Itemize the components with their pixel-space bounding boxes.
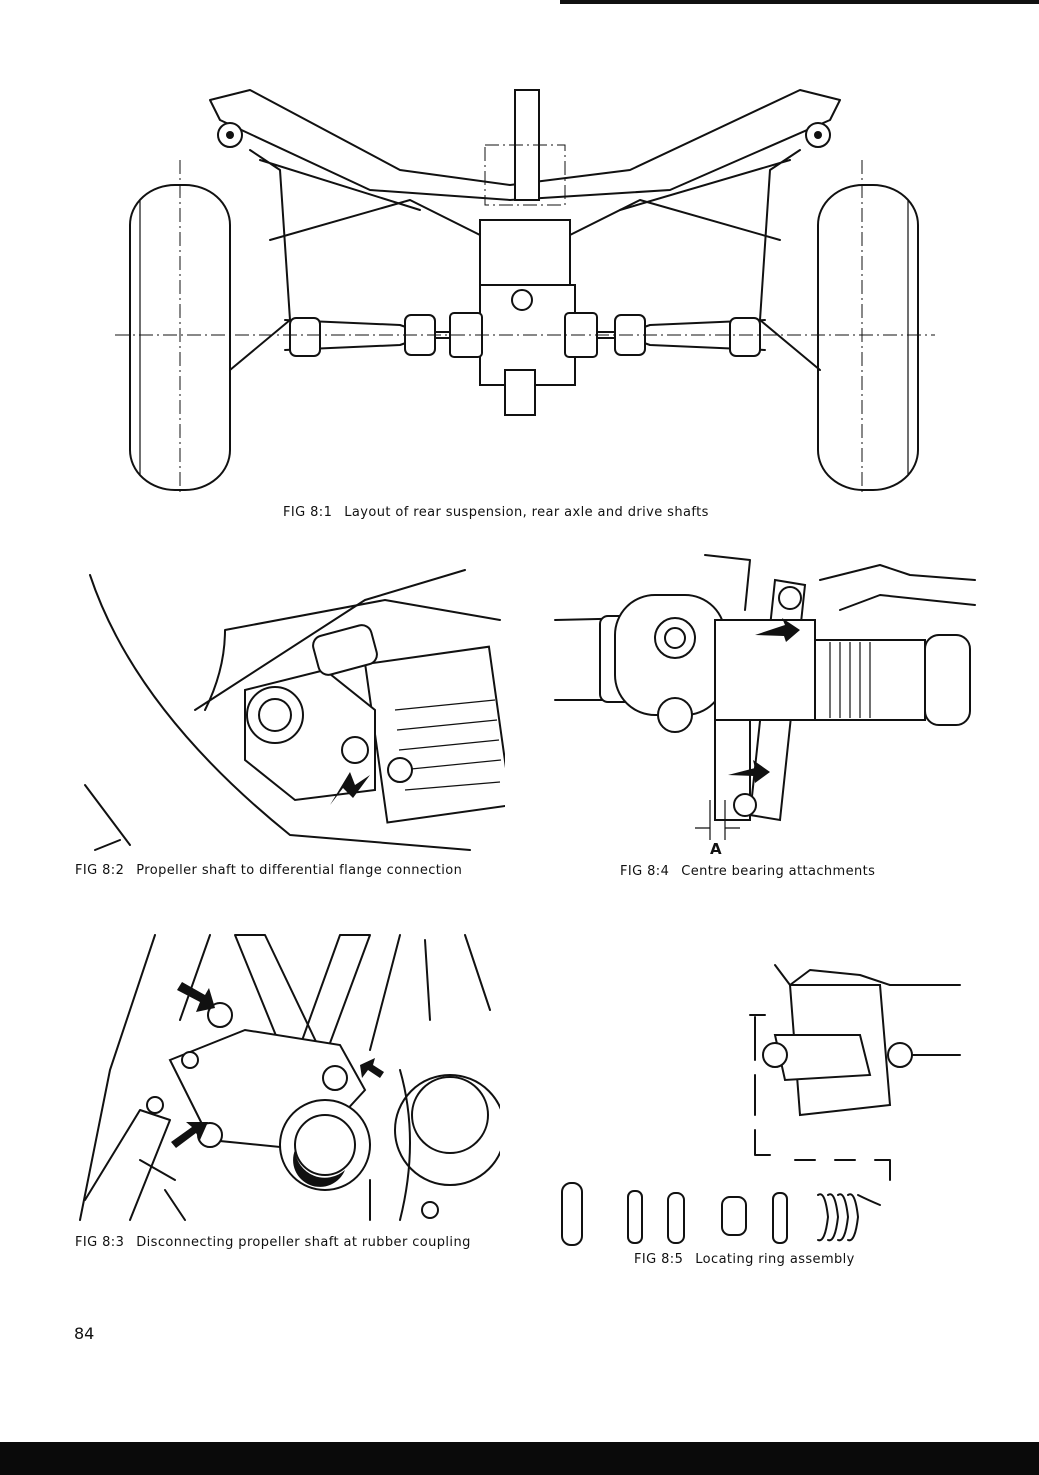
dimension-callout-a: A [710,840,722,858]
page-number: 84 [74,1324,95,1343]
figure-8-1-drawing [110,70,940,500]
figure-caption-text: Propeller shaft to differential flange c… [136,863,463,878]
figure-number: FIG 8:1 [283,505,333,520]
figure-8-3-caption: FIG 8:3 Disconnecting propeller shaft at … [75,1236,495,1250]
figure-8-3-drawing [70,930,500,1230]
figure-8-4-drawing: A [550,550,980,858]
figure-number: FIG 8:5 [634,1252,684,1267]
figure-caption-text: Locating ring assembly [695,1252,855,1267]
figure-caption-text: Disconnecting propeller shaft at rubber … [136,1235,471,1250]
top-edge-rule [560,0,1039,4]
bottom-scan-band [0,1442,1039,1475]
figure-8-2-drawing [75,560,505,860]
figure-8-2-caption: FIG 8:2 Propeller shaft to differential f… [75,864,495,878]
figure-caption-text: Centre bearing attachments [681,864,876,879]
figure-8-5-caption: FIG 8:5 Locating ring assembly [634,1253,934,1267]
figure-number: FIG 8:2 [75,863,125,878]
figure-number: FIG 8:4 [620,864,670,879]
figure-8-1-caption: FIG 8:1 Layout of rear suspension, rear a… [283,506,783,520]
figure-caption-text: Layout of rear suspension, rear axle and… [344,505,709,520]
figure-number: FIG 8:3 [75,1235,125,1250]
figure-8-5-drawing [550,955,970,1255]
figure-8-4-caption: FIG 8:4 Centre bearing attachments [620,865,940,879]
